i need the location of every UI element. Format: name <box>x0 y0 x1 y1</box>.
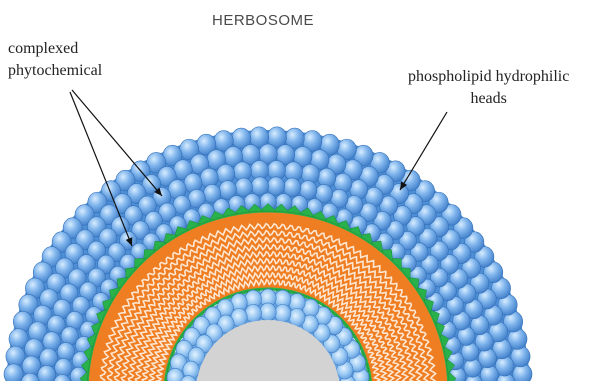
phospholipid-head <box>251 177 268 196</box>
phospholipid-head <box>260 303 276 321</box>
arrow-to-heads <box>400 112 447 190</box>
phospholipid-head <box>275 304 291 322</box>
label-line: heads <box>408 88 569 110</box>
label-line: complexed <box>8 38 102 60</box>
phospholipid-head <box>38 365 56 381</box>
label-complexed-phytochemical: complexed phytochemical <box>8 38 102 82</box>
phospholipid-head <box>4 364 23 381</box>
phospholipid-head <box>464 358 481 377</box>
label-line: phytochemical <box>8 60 102 82</box>
label-line: phospholipid hydrophilic <box>408 66 569 88</box>
diagram-title: HERBOSOME <box>212 12 314 29</box>
phospholipid-head <box>267 177 284 196</box>
phospholipid-head <box>289 308 305 326</box>
label-phospholipid-heads: phospholipid hydrophilic heads <box>408 66 569 110</box>
phospholipid-head <box>57 342 74 361</box>
phospholipid-head <box>245 304 261 322</box>
